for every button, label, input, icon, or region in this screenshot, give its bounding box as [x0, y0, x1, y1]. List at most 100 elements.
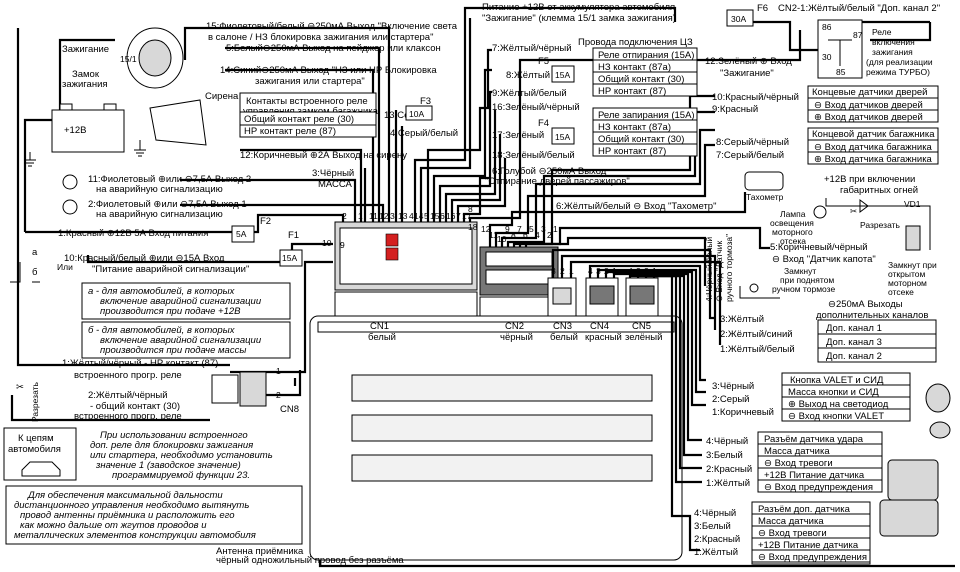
wire-15-label: 15:Фиолетовый/белый ⊖250мА Выход "Включе…: [206, 21, 458, 32]
pin-number: 9: [340, 240, 345, 250]
antenna-note-line: как можно дальше от жгутов проводов и: [20, 520, 207, 531]
or-label: Или: [57, 262, 73, 272]
unit-slot-2: [351, 414, 653, 442]
door-sensors: 10:Красный/чёрный 9:Красный Концевые дат…: [712, 85, 939, 123]
pin-number: 1: [652, 266, 657, 276]
hood-wire-label: 5:Коричневый/чёрный: [770, 242, 868, 253]
wire-16-label: 16:Зелёный/чёрный: [492, 102, 580, 113]
connector-cn5: [625, 277, 659, 317]
wire-11-label-2: на аварийную сигнализацию: [96, 184, 223, 195]
lamp-icon: [62, 199, 78, 215]
turbo-relay: 86 87 30 85 Реле включения зажигания (дл…: [817, 19, 933, 79]
fuse-f3-label: F3: [420, 96, 431, 107]
wire-9-door-label: 9:Красный: [712, 104, 758, 115]
lamp-label: Лампа: [780, 209, 806, 219]
fuse-f6: [726, 9, 754, 27]
ignition-terminal-label: "Зажигание" (клемма 15/1 замка зажигания…: [482, 13, 676, 24]
tachometer-label: Тахометр: [746, 192, 784, 202]
handbrake-switch-icon: [749, 283, 759, 293]
embedded-relay-w2c: встроенного прогр. реле: [74, 411, 182, 422]
battery-icon: [51, 109, 125, 153]
note-a-line: производится при подаче +12В: [100, 306, 241, 317]
extra-channel-row: Доп. канал 2: [826, 351, 882, 362]
power-label: Питание +12В от аккумулятора автомобиля: [482, 2, 675, 13]
embedded-relay-note: или стартера, необходимо установить: [90, 450, 273, 461]
connector-cn1: [334, 221, 478, 317]
left-top-area: 15:Фиолетовый/белый ⊖250мА Выход "Включе…: [24, 21, 458, 167]
side-lights-label: габаритных огней: [840, 185, 918, 196]
pin-number: 3: [390, 211, 395, 221]
shock-wire: 4:Чёрный: [706, 436, 748, 447]
valet-button-icon: [929, 421, 951, 439]
trunk-sensor: 8:Серый/чёрный 7:Серый/белый Концевой да…: [716, 127, 939, 165]
cn3-color: белый: [550, 332, 578, 343]
valet-button: 3:Чёрный 2:Серый 1:Коричневый Кнопка VAL…: [712, 372, 951, 439]
note-a-line: а - для автомобилей, в которых: [88, 286, 236, 297]
cn8-plug: [211, 374, 239, 404]
pin-number: 10: [497, 234, 507, 244]
fuse-f5-label: F5: [538, 56, 549, 67]
wire-9-label: 9:Жёлтый/белый: [492, 88, 567, 99]
ground-icon: [24, 152, 36, 167]
wire-12-green-label-2: "Зажигание": [720, 68, 774, 79]
wire-7-label: 7:Жёлтый/чёрный: [492, 43, 572, 54]
pin-number: 3: [541, 224, 546, 234]
trunk-relay-title: Контакты встроенного реле: [246, 96, 368, 107]
pin-number: 4: [409, 211, 414, 221]
extra-channel-row: Доп. канал 3: [826, 337, 882, 348]
shock-row: ⊖ Вход предупреждения: [764, 482, 873, 493]
pin-number: 4: [628, 266, 633, 276]
pin-number: 12: [481, 224, 491, 234]
wire-4-label: 4:Серый/белый: [390, 128, 458, 139]
pin-number: 5: [529, 224, 534, 234]
wire-13-label: 13:Серый: [384, 110, 427, 121]
cn2-color: чёрный: [500, 332, 533, 343]
handbrake-closed-label: Замкнут: [784, 266, 816, 276]
pin-number: 11: [489, 230, 498, 240]
switch-pin-label: 15/1: [120, 54, 137, 64]
extra-sensor-wire: 4:Чёрный: [694, 508, 736, 519]
relay-pin: 30: [822, 52, 832, 62]
turbo-relay-label: (для реализации: [866, 57, 933, 67]
wire-10-door-label: 10:Красный/чёрный: [712, 92, 799, 103]
unlock-relay-row: НЗ контакт (87а): [598, 62, 671, 73]
plus12-label: +12В при включении: [824, 174, 915, 185]
wire-3-label: 3:Чёрный: [312, 168, 354, 179]
wire-18-label: 18:Зелёный/белый: [492, 150, 575, 161]
embedded-relay-note: доп. реле для блокировки зажигания: [90, 440, 253, 451]
fuse-f3: [405, 105, 433, 121]
extra-sensor-icon: [879, 499, 939, 537]
pin-number: 4: [588, 266, 593, 276]
main-unit: [309, 315, 683, 561]
pin-number: 10: [322, 238, 332, 248]
unit-slot-3: [351, 454, 653, 482]
pin-number: 5: [424, 211, 429, 221]
battery-label: +12В: [64, 125, 86, 136]
valet-row: ⊖ Вход кнопки VALET: [788, 411, 884, 422]
cn2-label: CN2: [505, 321, 524, 332]
lamp-icon: [62, 174, 78, 190]
valet-wire: 1:Коричневый: [712, 407, 774, 418]
extra-sensor-wire: 1:Жёлтый: [694, 547, 738, 558]
scissors-icon: ✂: [16, 382, 24, 393]
cn1-active-pin: [385, 247, 399, 261]
note-b-line: включение аварийной сигнализации: [100, 335, 262, 346]
cn8-socket: [239, 371, 267, 407]
pin-number: 3: [551, 266, 556, 276]
note-a: а - для автомобилей, в которых включение…: [81, 282, 291, 320]
extra-channel-row: Доп. канал 1: [826, 323, 882, 334]
extra-sensor: 4:Чёрный 3:Белый 2:Красный 1:Жёлтый Разъ…: [694, 499, 939, 565]
wire-14-label: 14:Синий⊖250мА Выход "НЗ или НР Блокиров…: [220, 65, 437, 76]
cn8-pin: 2: [276, 390, 281, 400]
lock-relay-row: НЗ контакт (87а): [598, 122, 671, 133]
wire-8-trunk-label: 8:Серый/чёрный: [716, 137, 789, 148]
hood-closed-label: моторном: [888, 278, 927, 288]
cn2-1-label: CN2-1:Жёлтый/белый "Доп. канал 2": [778, 3, 940, 14]
connector-labels: CN1 белый CN2 чёрный CN3 белый CN4 красн…: [280, 321, 662, 415]
tachometer-icon: [744, 171, 784, 191]
pin-number: 8: [511, 230, 516, 240]
vd1-label: VD1: [904, 199, 921, 209]
wire-15-label-2: в салоне / НЗ блокировка зажигания или с…: [208, 32, 433, 43]
ground-icon: [134, 140, 146, 157]
pin-number: 1: [569, 266, 574, 276]
